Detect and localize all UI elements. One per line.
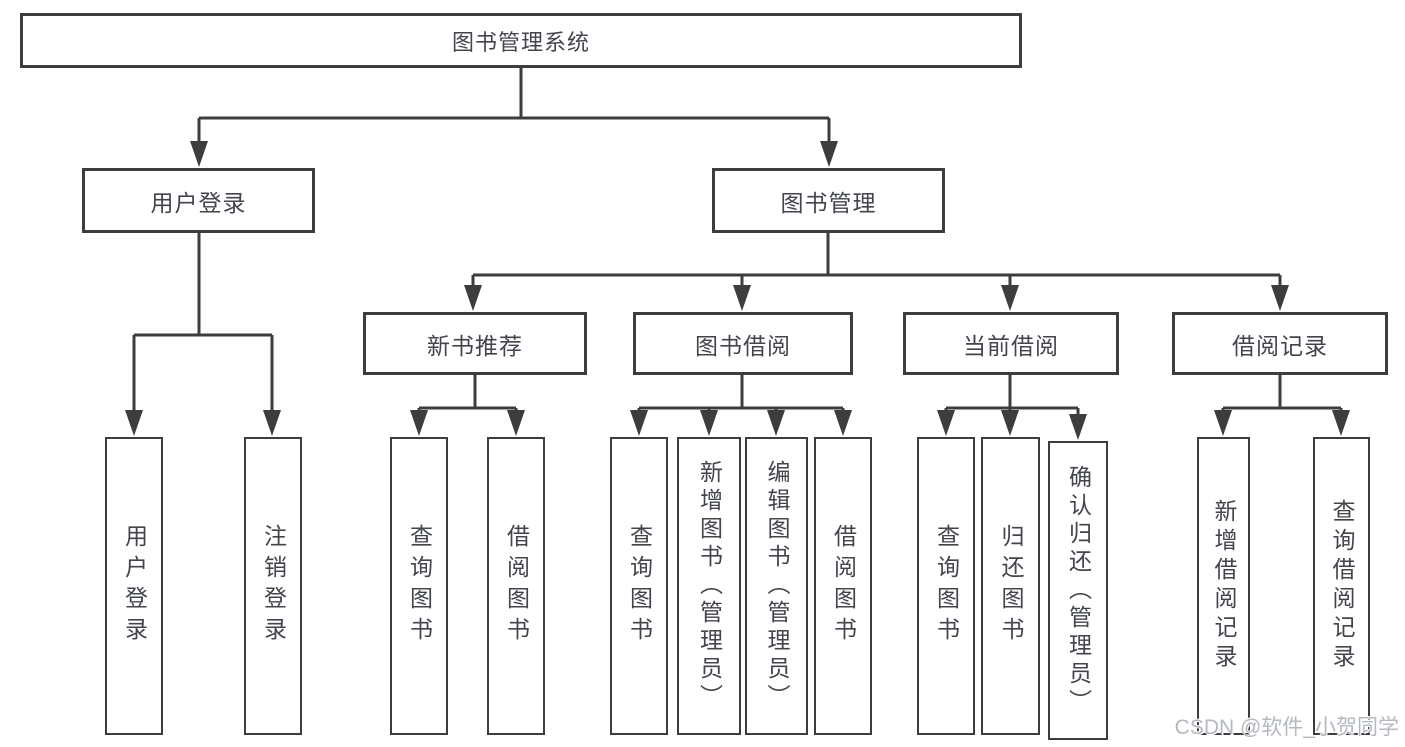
- node-query-books-3: 查询图书: [917, 437, 975, 735]
- node-logout: 注销登录: [244, 437, 302, 735]
- node-borrow-records: 借阅记录: [1172, 312, 1388, 375]
- node-book-borrow: 图书借阅: [633, 312, 853, 375]
- node-borrow-books-2: 借阅图书: [814, 437, 872, 735]
- node-book-mgmt: 图书管理: [712, 168, 945, 233]
- node-query-books-2: 查询图书: [610, 437, 668, 735]
- node-query-borrow-record: 查询借阅记录: [1313, 437, 1370, 735]
- node-add-book-admin: 新增图书（管理员）: [677, 437, 741, 735]
- node-current-borrow: 当前借阅: [903, 312, 1119, 375]
- node-root-title: 图书管理系统: [20, 13, 1022, 68]
- node-login: 用户登录: [105, 437, 163, 735]
- node-edit-book-admin: 编辑图书（管理员）: [745, 437, 808, 735]
- node-user-login: 用户登录: [82, 168, 315, 233]
- node-confirm-return-admin: 确认归还（管理员）: [1048, 441, 1108, 740]
- node-add-borrow-record: 新增借阅记录: [1197, 437, 1250, 735]
- node-return-book: 归还图书: [981, 437, 1040, 735]
- node-new-books: 新书推荐: [363, 312, 587, 375]
- node-query-books-1: 查询图书: [390, 437, 448, 735]
- node-borrow-books-1: 借阅图书: [487, 437, 545, 735]
